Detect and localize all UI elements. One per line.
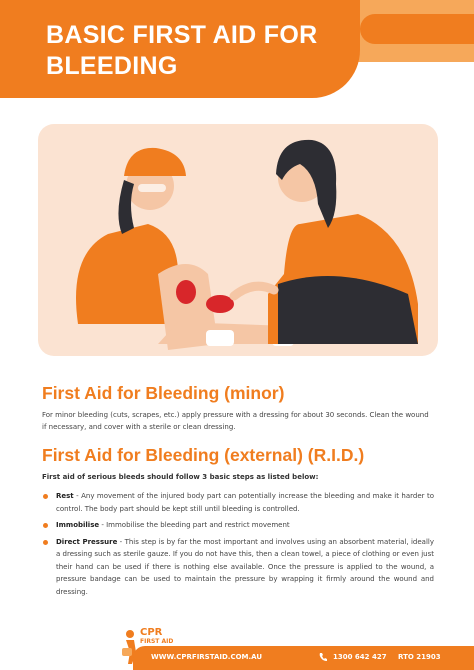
heading-external-bleeding: First Aid for Bleeding (external) (R.I.D… <box>42 445 365 465</box>
phone-icon <box>319 653 327 661</box>
header-accent-pill <box>360 14 474 44</box>
step-text: - This step is by far the most important… <box>56 537 434 596</box>
heading-minor-bleeding: First Aid for Bleeding (minor) <box>42 383 285 403</box>
list-item: Direct Pressure - This step is by far th… <box>42 536 434 599</box>
website-link[interactable]: WWW.CPRFIRSTAID.COM.AU <box>151 653 263 661</box>
rto-number: RTO 21903 <box>398 653 441 661</box>
footer-bar: WWW.CPRFIRSTAID.COM.AU 1300 642 427 RTO … <box>133 646 474 670</box>
step-text: - Any movement of the injured body part … <box>56 492 434 513</box>
phone-number[interactable]: 1300 642 427 <box>333 653 387 661</box>
step-term: Rest <box>56 492 74 500</box>
step-term: Immobilise <box>56 521 100 529</box>
logo-line-2: FIRST AID <box>140 638 174 645</box>
page-title: BASIC FIRST AID FOR BLEEDING <box>46 21 318 80</box>
logo-line-1: CPR <box>140 627 163 638</box>
list-item: Immobilise - Immobilise the bleeding par… <box>42 519 434 532</box>
header-band <box>0 0 360 98</box>
external-bleeding-lead: First aid of serious bleeds should follo… <box>42 473 319 481</box>
logo-text: CPR FIRST AID <box>140 627 174 646</box>
step-term: Direct Pressure <box>56 537 118 546</box>
rid-steps-list: Rest - Any movement of the injured body … <box>42 490 434 602</box>
minor-bleeding-text: For minor bleeding (cuts, scrapes, etc.)… <box>42 411 429 431</box>
step-text: - Immobilise the bleeding part and restr… <box>99 521 290 529</box>
list-item: Rest - Any movement of the injured body … <box>42 490 434 515</box>
first-aid-illustration <box>38 124 438 356</box>
